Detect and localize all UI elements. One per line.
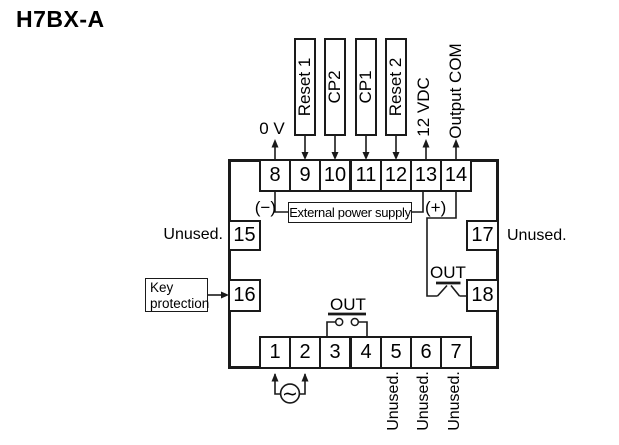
terminal-5: 5 bbox=[380, 336, 412, 369]
terminal-number: 6 bbox=[420, 341, 432, 363]
terminal-number: 11 bbox=[355, 164, 377, 186]
terminal-7: 7 bbox=[440, 336, 472, 369]
terminal-number: 17 bbox=[471, 224, 494, 246]
polarity-positive: (+) bbox=[425, 198, 447, 217]
terminal-15: 15 bbox=[228, 220, 261, 251]
terminal-number: 9 bbox=[299, 164, 311, 186]
wire-negative bbox=[274, 192, 288, 213]
contact-3-4-pole-right bbox=[350, 317, 360, 327]
contact-3-4-pole-left bbox=[334, 317, 344, 327]
cp2-box bbox=[324, 38, 346, 136]
contact-18-blades bbox=[436, 284, 466, 297]
external-power-supply-box: External power supply bbox=[288, 202, 412, 223]
arrow-down-icon bbox=[392, 152, 400, 160]
page-title: H7BX-A bbox=[16, 6, 105, 32]
terminal-number: 8 bbox=[269, 164, 281, 186]
reset1-label: Reset 1 bbox=[295, 57, 314, 117]
terminal-11: 11 bbox=[350, 159, 382, 192]
terminal-16: 16 bbox=[228, 279, 261, 312]
arrow-up-icon bbox=[271, 139, 279, 148]
cp1-label: CP1 bbox=[356, 70, 375, 104]
terminal-number: 10 bbox=[323, 164, 347, 186]
cp1-box bbox=[355, 38, 377, 136]
arrow-down-icon bbox=[301, 152, 309, 160]
terminal-number: 1 bbox=[269, 341, 281, 363]
key-protection-line1: Key bbox=[150, 280, 174, 295]
terminal-17: 17 bbox=[466, 220, 499, 251]
arrow-up-icon bbox=[452, 139, 460, 148]
terminal-4: 4 bbox=[350, 336, 382, 369]
terminal-number: 2 bbox=[299, 341, 311, 363]
terminal-number: 12 bbox=[384, 164, 408, 186]
terminal-2: 2 bbox=[289, 336, 321, 369]
cp2-label: CP2 bbox=[325, 70, 344, 104]
out-label-3-4: OUT bbox=[330, 295, 366, 314]
unused-label-15: Unused. bbox=[163, 226, 223, 243]
terminal-number: 15 bbox=[233, 224, 256, 246]
terminal-number: 13 bbox=[414, 164, 438, 186]
ac-source-circle bbox=[279, 383, 301, 404]
output-com-label: Output COM bbox=[446, 43, 465, 139]
terminal-number: 16 bbox=[233, 284, 256, 306]
terminal-1: 1 bbox=[259, 336, 291, 369]
terminal-number: 14 bbox=[444, 164, 468, 186]
terminal-number: 5 bbox=[390, 341, 402, 363]
out-label-18: OUT bbox=[430, 263, 466, 282]
terminal-14: 14 bbox=[440, 159, 472, 192]
terminal-number: 3 bbox=[329, 341, 341, 363]
arrow-up-icon bbox=[301, 373, 309, 382]
unused-label-5: Unused. bbox=[385, 371, 402, 431]
terminal-number: 18 bbox=[471, 284, 494, 306]
arrow-down-icon bbox=[362, 152, 370, 160]
ac-source-icon: ∼ bbox=[282, 382, 298, 405]
12vdc-label: 12 VDC bbox=[414, 77, 433, 137]
reset2-label: Reset 2 bbox=[386, 57, 405, 117]
reset2-box bbox=[385, 38, 407, 136]
terminal-8: 8 bbox=[259, 159, 291, 192]
terminal-3: 3 bbox=[319, 336, 351, 369]
polarity-negative: (−) bbox=[254, 198, 276, 217]
terminal-9: 9 bbox=[289, 159, 321, 192]
terminal-13: 13 bbox=[410, 159, 442, 192]
key-protection-line2: protection bbox=[150, 295, 210, 311]
arrow-up-icon bbox=[271, 373, 279, 382]
unused-label-6: Unused. bbox=[415, 371, 432, 431]
arrow-right-icon bbox=[221, 291, 229, 299]
arrow-down-icon bbox=[331, 152, 339, 160]
terminal-12: 12 bbox=[380, 159, 412, 192]
unused-label-7: Unused. bbox=[446, 371, 463, 431]
unused-label-17: Unused. bbox=[507, 227, 567, 244]
wire-positive bbox=[412, 192, 424, 213]
key-protection-box: Key protection bbox=[145, 278, 210, 312]
wire-output-com bbox=[426, 192, 457, 297]
terminal-6: 6 bbox=[410, 336, 442, 369]
terminal-18: 18 bbox=[466, 279, 499, 312]
external-power-supply-label: External power supply bbox=[289, 205, 411, 220]
zero-v-label: 0 V bbox=[259, 119, 285, 138]
arrow-up-icon bbox=[422, 139, 430, 148]
terminal-number: 7 bbox=[450, 341, 462, 363]
reset1-box bbox=[294, 38, 316, 136]
contact-3-4-leads bbox=[326, 321, 368, 338]
terminal-number: 4 bbox=[360, 341, 372, 363]
terminal-10: 10 bbox=[319, 159, 351, 192]
